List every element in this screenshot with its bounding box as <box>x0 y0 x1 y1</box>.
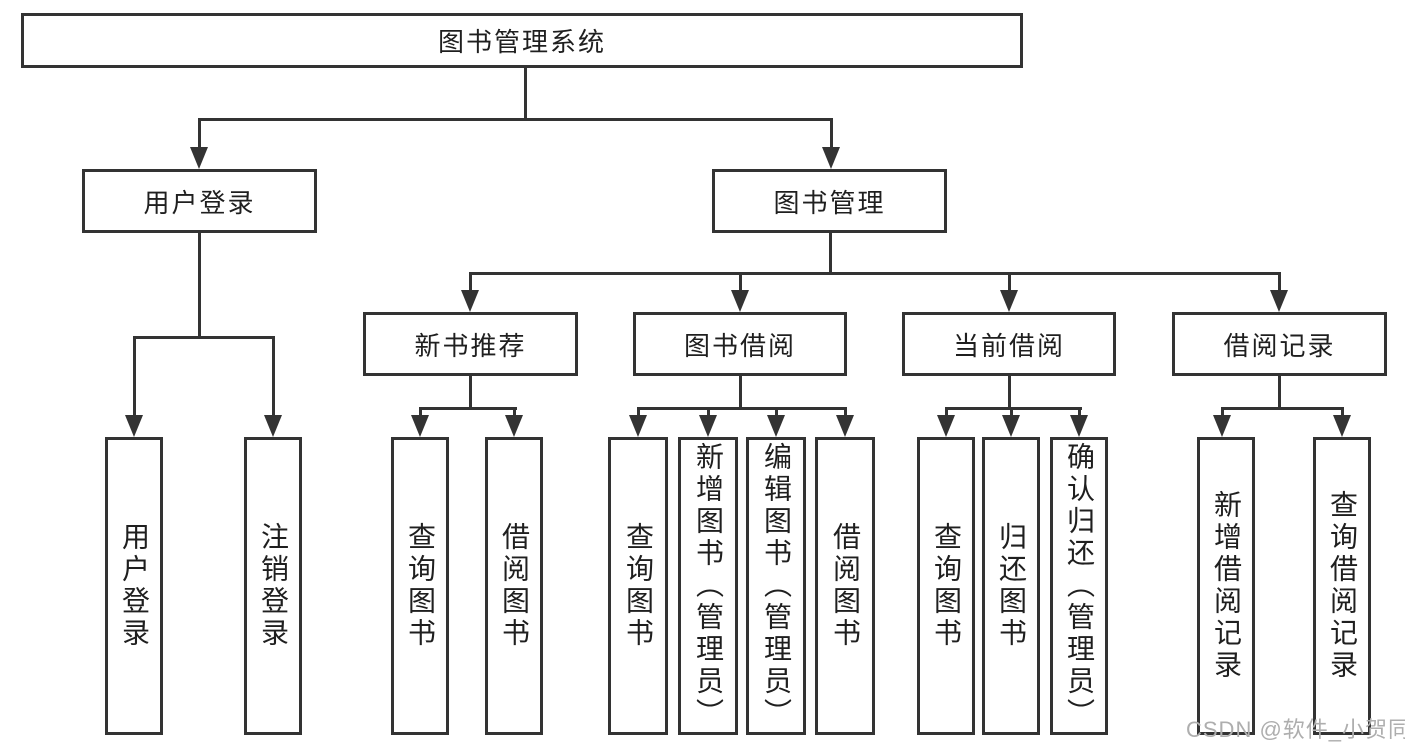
leaf-borrow-book-recommend: 借阅图书 <box>485 437 543 735</box>
connector-shaft <box>513 407 516 419</box>
leaf-label: 新增借阅记录 <box>1211 490 1242 682</box>
node-label: 借阅记录 <box>1223 330 1336 361</box>
leaf-label: 借阅图书 <box>830 522 861 650</box>
leaf-label: 新增图书（管理员） <box>693 442 724 730</box>
leaf-borrow-book: 借阅图书 <box>815 437 875 735</box>
connector-recommend-stem <box>469 376 472 410</box>
connector-shaft <box>1078 407 1081 419</box>
leaf-query-book-current: 查询图书 <box>917 437 975 735</box>
connector-root-stem <box>524 68 527 121</box>
connector-login-stem <box>198 233 201 339</box>
connector-borrow-stem <box>739 376 742 410</box>
connector-shaft <box>830 118 833 150</box>
connector-current-branch <box>945 407 1082 410</box>
leaf-query-book-recommend: 查询图书 <box>391 437 449 735</box>
connector-root-branch <box>198 118 833 121</box>
node-book-management: 图书管理 <box>712 169 947 233</box>
leaf-label: 查询图书 <box>931 522 962 650</box>
connector-shaft <box>133 336 136 417</box>
leaf-label: 借阅图书 <box>499 522 530 650</box>
connector-shaft <box>1221 407 1224 419</box>
leaf-user-login: 用户登录 <box>105 437 163 735</box>
connector-mgmt-branch <box>469 272 1281 275</box>
node-label: 新书推荐 <box>414 330 527 361</box>
arrow-down-icon <box>699 415 717 437</box>
node-label: 当前借阅 <box>952 330 1065 361</box>
connector-record-branch <box>1221 407 1344 410</box>
leaf-label: 归还图书 <box>996 522 1027 650</box>
leaf-label: 查询图书 <box>623 522 654 650</box>
leaf-return-book: 归还图书 <box>982 437 1040 735</box>
arrow-down-icon <box>1070 415 1088 437</box>
leaf-confirm-return-admin: 确认归还（管理员） <box>1050 437 1108 735</box>
connector-shaft <box>775 407 778 419</box>
arrow-down-icon <box>629 415 647 437</box>
connector-shaft <box>945 407 948 419</box>
connector-shaft <box>707 407 710 419</box>
node-label: 用户登录 <box>143 187 256 218</box>
node-label: 图书借阅 <box>683 330 796 361</box>
arrow-down-icon <box>1002 415 1020 437</box>
arrow-down-icon <box>937 415 955 437</box>
leaf-label: 用户登录 <box>119 522 150 650</box>
arrow-down-icon <box>1213 415 1231 437</box>
leaf-label: 查询图书 <box>405 522 436 650</box>
connector-shaft <box>637 407 640 419</box>
connector-shaft <box>272 336 275 417</box>
node-label: 图书管理系统 <box>437 27 606 57</box>
arrow-down-icon <box>1000 290 1018 312</box>
node-user-login: 用户登录 <box>82 169 317 233</box>
arrow-down-icon <box>836 415 854 437</box>
leaf-logout: 注销登录 <box>244 437 302 735</box>
leaf-add-borrow-record: 新增借阅记录 <box>1197 437 1255 735</box>
arrow-down-icon <box>1333 415 1351 437</box>
leaf-label: 注销登录 <box>258 522 289 650</box>
arrow-down-icon <box>731 290 749 312</box>
leaf-edit-book-admin: 编辑图书（管理员） <box>746 437 806 735</box>
leaf-label: 确认归还（管理员） <box>1064 442 1095 730</box>
leaf-label: 查询借阅记录 <box>1327 490 1358 682</box>
node-new-book-recommend: 新书推荐 <box>363 312 578 376</box>
arrow-down-icon <box>822 147 840 169</box>
node-current-borrow: 当前借阅 <box>902 312 1116 376</box>
arrow-down-icon <box>411 415 429 437</box>
connector-shaft <box>844 407 847 419</box>
connector-mgmt-stem <box>829 233 832 275</box>
arrow-down-icon <box>1270 290 1288 312</box>
node-book-borrow: 图书借阅 <box>633 312 847 376</box>
leaf-query-borrow-record: 查询借阅记录 <box>1313 437 1371 735</box>
leaf-add-book-admin: 新增图书（管理员） <box>678 437 738 735</box>
connector-shaft <box>469 272 472 294</box>
connector-borrow-branch <box>637 407 847 410</box>
leaf-query-book-borrow: 查询图书 <box>608 437 668 735</box>
arrow-down-icon <box>461 290 479 312</box>
arrow-down-icon <box>767 415 785 437</box>
connector-shaft <box>739 272 742 294</box>
connector-login-branch <box>133 336 275 339</box>
arrow-down-icon <box>264 415 282 437</box>
csdn-watermark: CSDN @软件_小贺同学 <box>1186 717 1405 742</box>
leaf-label: 编辑图书（管理员） <box>761 442 792 730</box>
connector-recommend-branch <box>419 407 517 410</box>
node-label: 图书管理 <box>773 187 886 218</box>
arrow-down-icon <box>125 415 143 437</box>
connector-shaft <box>1008 272 1011 294</box>
node-library-system: 图书管理系统 <box>21 13 1023 68</box>
connector-shaft <box>1278 272 1281 294</box>
arrow-down-icon <box>190 147 208 169</box>
connector-shaft <box>198 118 201 150</box>
connector-record-stem <box>1278 376 1281 410</box>
connector-shaft <box>1341 407 1344 419</box>
arrow-down-icon <box>505 415 523 437</box>
connector-shaft <box>1010 407 1013 419</box>
connector-shaft <box>419 407 422 419</box>
node-borrow-record: 借阅记录 <box>1172 312 1387 376</box>
connector-current-stem <box>1008 376 1011 410</box>
